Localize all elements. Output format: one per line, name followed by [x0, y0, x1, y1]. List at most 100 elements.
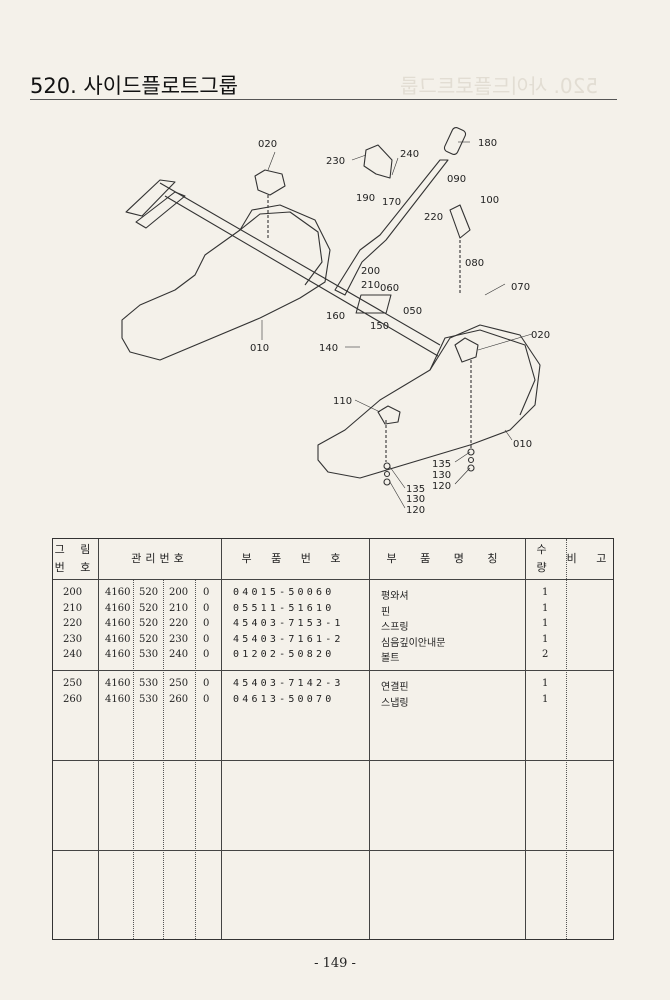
cell-part: 45403-7142-3 [233, 678, 344, 689]
callout-label: 140 [319, 343, 338, 354]
cell-m2: 520 [139, 587, 159, 598]
cell-qty: 1 [542, 602, 549, 614]
cell-m3: 200 [169, 587, 189, 598]
callout-label: 020 [531, 330, 550, 341]
callout-label: 180 [478, 138, 497, 149]
page-title: 520. 사이드플로트그룹 [30, 74, 238, 98]
cell-m1: 4160 [105, 587, 131, 598]
callout-label: 100 [480, 195, 499, 206]
callout-label: 070 [511, 282, 530, 293]
callout-label: 150 [370, 321, 389, 332]
cell-m1: 4160 [105, 602, 131, 614]
cell-fig: 220 [63, 618, 83, 630]
cell-m2: 520 [139, 602, 159, 614]
table-row: 250 4160 530 250 0 45403-7142-3 연결핀 1 [53, 678, 613, 694]
cell-name: 스프링 [381, 622, 409, 634]
callout-label: 120 [432, 481, 451, 492]
callout-label: 170 [382, 197, 401, 208]
callout-label: 010 [513, 439, 532, 450]
cell-part: 45403-7153-1 [233, 618, 344, 630]
mount-bracket [254, 169, 286, 196]
callout-label: 080 [465, 258, 484, 269]
cell-m3: 220 [169, 618, 189, 630]
cell-fig: 260 [63, 693, 83, 705]
cell-m2: 520 [139, 618, 159, 630]
lever-rod [334, 159, 449, 296]
callout-label: 200 [361, 266, 380, 277]
callout-label: 210 [361, 280, 380, 291]
cell-m4: 0 [203, 649, 210, 661]
header-fig-no: 그 림 번 호 [54, 543, 97, 574]
lever-grip [443, 127, 467, 155]
cell-qty: 1 [542, 587, 549, 598]
mount-bracket-2 [454, 337, 479, 363]
cell-fig: 210 [63, 602, 83, 614]
exploded-parts-diagram: 020 230 240 180 190 170 090 100 220 200 … [121, 127, 550, 516]
cell-m2: 530 [139, 678, 159, 689]
callout-label: 050 [403, 306, 422, 317]
callout-label: 060 [380, 283, 399, 294]
depth-guide-plate [363, 144, 393, 179]
cell-m3: 260 [169, 693, 189, 705]
cell-qty: 1 [542, 618, 549, 630]
header-remarks: 비 고 [566, 552, 615, 565]
cell-m1: 4160 [105, 693, 131, 705]
header-part-no: 부 품 번 호 [241, 552, 349, 565]
bracket-110 [377, 405, 401, 425]
callout-label: 130 [432, 470, 451, 481]
cell-m3: 240 [169, 649, 189, 661]
parts-table: 그 림 번 호 관리번호 부 품 번 호 부 품 명 칭 수 량 비 고 200… [52, 538, 614, 940]
callout-label: 010 [250, 343, 269, 354]
cell-m4: 0 [203, 693, 210, 705]
header-qty: 수 량 [536, 543, 555, 574]
callout-label: 130 [406, 494, 425, 505]
cell-m3: 250 [169, 678, 189, 689]
callout-label: 090 [447, 174, 466, 185]
cell-qty: 1 [542, 633, 549, 645]
cell-name: 볼트 [381, 653, 400, 665]
cell-m3: 230 [169, 633, 189, 645]
cell-name: 심음깊이안내문 [381, 637, 446, 649]
cell-qty: 2 [542, 649, 549, 661]
cell-part: 01202-50820 [233, 649, 335, 661]
header-part-name: 부 품 명 칭 [386, 552, 508, 565]
cell-name: 스냅링 [381, 697, 409, 709]
right-float-pan [317, 324, 541, 479]
callout-label: 190 [356, 193, 375, 204]
table-row: 220 4160 520 220 0 45403-7153-1 스프링 1 [53, 618, 613, 634]
left-float-rim [239, 211, 323, 286]
cell-m1: 4160 [105, 618, 131, 630]
cell-qty: 1 [542, 678, 549, 689]
header-mgmt-no: 관리번호 [131, 552, 188, 565]
cell-m1: 4160 [105, 633, 131, 645]
left-float-pan [121, 204, 331, 361]
cell-fig: 200 [63, 587, 83, 598]
cell-m1: 4160 [105, 678, 131, 689]
cell-m4: 0 [203, 678, 210, 689]
cell-qty: 1 [542, 693, 549, 705]
right-float-rim [429, 329, 536, 416]
cell-part: 04613-50070 [233, 693, 335, 705]
callout-label: 135 [406, 484, 425, 495]
cell-m1: 4160 [105, 649, 131, 661]
callout-label: 240 [400, 149, 419, 160]
cell-fig: 250 [63, 678, 83, 689]
cell-name: 평와셔 [381, 591, 409, 602]
cell-m4: 0 [203, 587, 210, 598]
cell-m4: 0 [203, 602, 210, 614]
title-divider [30, 99, 617, 100]
cell-part: 45403-7161-2 [233, 633, 344, 645]
front-hitch [125, 179, 186, 229]
callout-label: 220 [424, 212, 443, 223]
callout-label: 020 [258, 139, 277, 150]
cell-m2: 520 [139, 633, 159, 645]
callout-label: 110 [333, 396, 352, 407]
cell-m4: 0 [203, 618, 210, 630]
cell-name: 연결핀 [381, 682, 409, 693]
callout-label: 160 [326, 311, 345, 322]
callout-label: 230 [326, 156, 345, 167]
cell-part: 05511-51610 [233, 602, 335, 614]
